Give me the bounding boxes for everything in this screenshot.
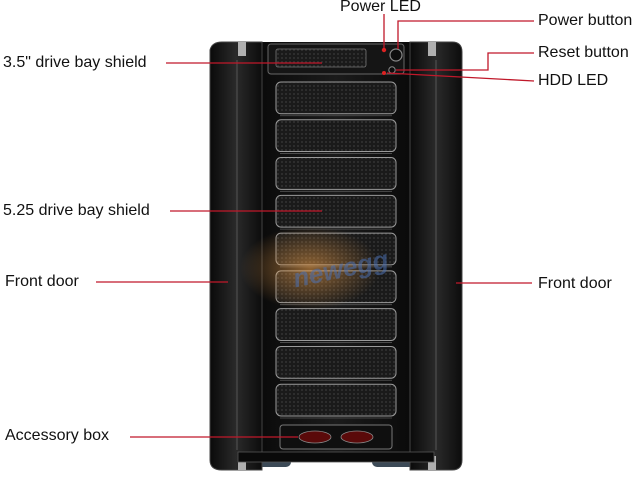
hinge-bottom-right (428, 456, 436, 470)
drive-bay-shield (275, 345, 397, 379)
label-power-button: Power button (538, 12, 633, 29)
drive-bay-shield (275, 119, 397, 153)
leader-hdd-led (386, 72, 535, 82)
accessory-box-handle-right (340, 430, 374, 444)
front-door-left-panel (209, 41, 263, 471)
label-hdd-led: HDD LED (538, 72, 609, 89)
leader-lines (96, 14, 535, 438)
bay-35-shield-shape (275, 48, 367, 68)
hinge-top-right (428, 42, 436, 56)
hinge-top-left (238, 42, 246, 56)
power-led-dot (381, 47, 387, 53)
drive-bay-shield (275, 383, 397, 417)
leader-reset-button (396, 52, 534, 71)
accessory-box-handle-left (298, 430, 332, 444)
label-accessory-box: Accessory box (5, 427, 110, 444)
hdd-led-dot (382, 71, 386, 75)
reset-button-shape (388, 66, 396, 74)
label-front-door-right: Front door (538, 275, 612, 292)
newegg-watermark-glow (240, 226, 380, 310)
label-power-led: Power LED (340, 0, 421, 15)
leader-power-button (397, 20, 534, 49)
label-reset-button: Reset button (538, 44, 629, 61)
label-front-door-left: Front door (5, 273, 79, 290)
drive-bay-shield (275, 308, 397, 341)
label-bay-35: 3.5" drive bay shield (3, 54, 147, 71)
case-base (237, 451, 435, 463)
hinge-bottom-left (238, 456, 246, 470)
power-button-shape (389, 48, 403, 62)
drive-bay-shield (275, 157, 397, 190)
drive-bay-shield (275, 81, 397, 115)
label-bay-525: 5.25 drive bay shield (3, 202, 150, 219)
